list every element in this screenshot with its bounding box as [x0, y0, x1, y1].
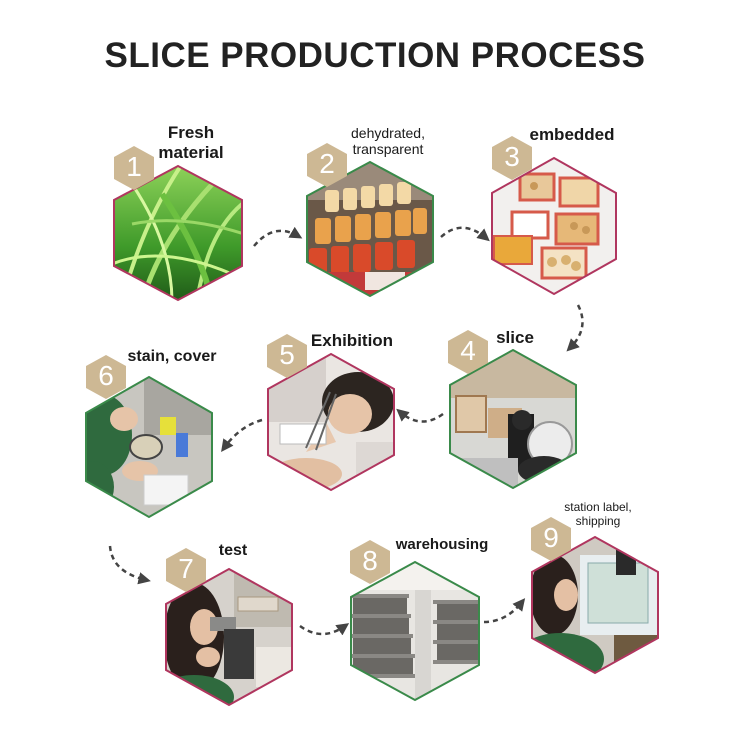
step-3-number: 3	[504, 141, 520, 172]
arrow-1-to-2	[253, 226, 303, 247]
step-2-label: dehydrated, transparent	[351, 125, 425, 158]
step-7-badge: 7	[166, 548, 206, 592]
step-4-number: 4	[460, 335, 476, 366]
step-5-number: 5	[279, 339, 295, 370]
step-7-label: test	[218, 542, 248, 559]
step-9-number: 9	[543, 522, 559, 553]
step-2-badge: 2	[307, 143, 347, 187]
step-6-badge: 6	[86, 355, 126, 399]
arrow-5-to-6	[221, 418, 263, 453]
step-3-label: embedded	[529, 125, 615, 144]
step-1-badge: 1	[114, 146, 154, 190]
step-3-hexagon	[490, 156, 618, 296]
arrow-3-to-4	[566, 304, 584, 352]
step-8-badge: 8	[350, 540, 390, 584]
step-7-hexagon	[164, 567, 294, 707]
arrow-6-to-7	[108, 545, 151, 585]
step-7-number: 7	[178, 553, 194, 584]
page-title: SLICE PRODUCTION PROCESS	[104, 36, 646, 75]
step-4-label: slice	[496, 328, 534, 347]
step-9-badge: 9	[531, 517, 571, 561]
step-2-number: 2	[319, 148, 335, 179]
step-2-hexagon	[305, 160, 435, 298]
step-8-label: warehousing	[395, 536, 489, 553]
step-6-number: 6	[98, 360, 114, 391]
arrow-7-to-8	[299, 623, 350, 636]
step-1-number: 1	[126, 151, 142, 182]
step-6-hexagon	[84, 375, 214, 519]
step-9-hexagon	[530, 535, 660, 675]
arrow-8-to-9	[483, 598, 526, 624]
arrow-2-to-3	[440, 226, 490, 242]
step-3-badge: 3	[492, 136, 532, 180]
step-8-hexagon	[349, 560, 481, 702]
arrow-4-to-5	[396, 408, 444, 423]
step-8-number: 8	[362, 545, 378, 576]
step-4-badge: 4	[448, 330, 488, 374]
step-4-hexagon	[448, 348, 578, 490]
step-5-badge: 5	[267, 334, 307, 378]
step-6-label: stain, cover	[127, 348, 217, 365]
step-5-label: Exhibition	[310, 331, 394, 350]
step-1-label: Fresh material	[158, 123, 224, 162]
step-9-label: station label, shipping	[564, 500, 632, 528]
